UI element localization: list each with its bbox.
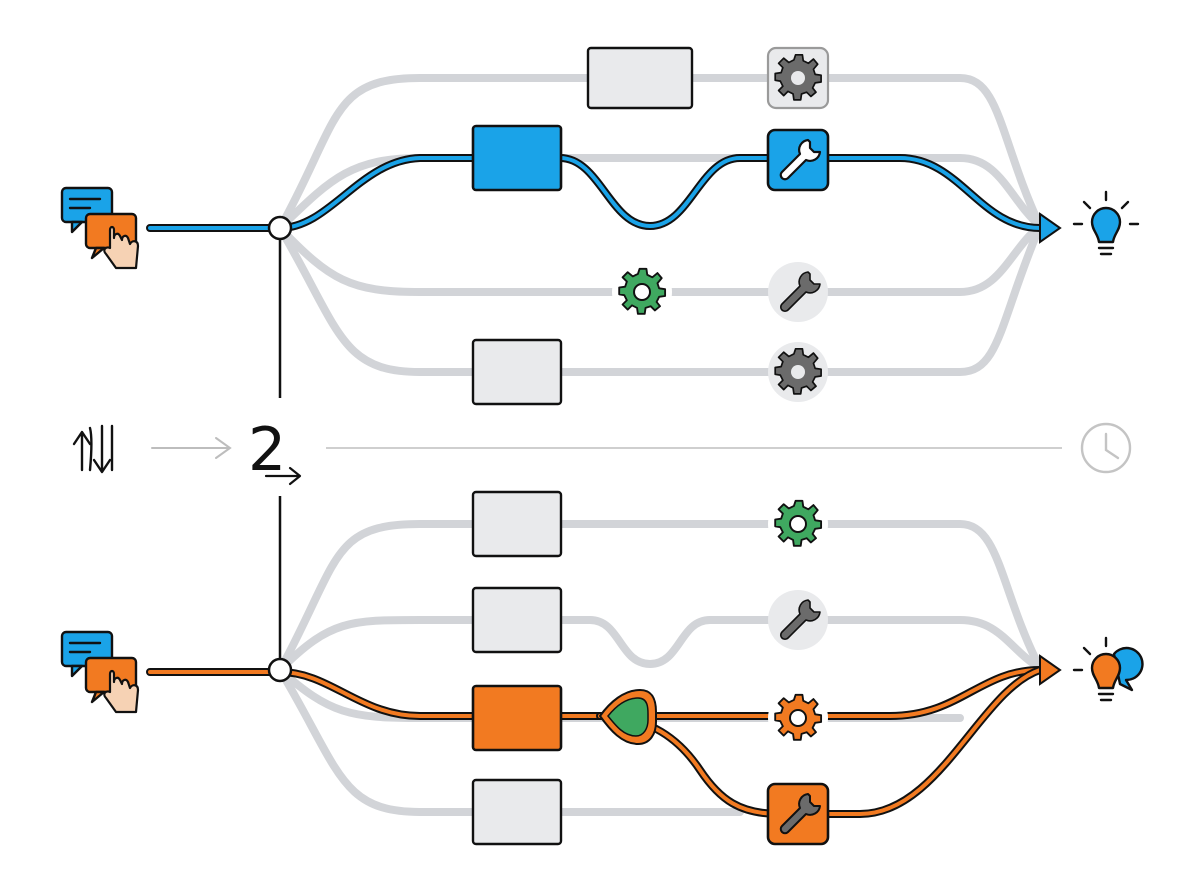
gear-icon [774, 693, 823, 741]
bottom-lane-1-process-box [471, 490, 563, 558]
top-lane-2-track [276, 154, 1044, 232]
bottom-lane-2-process-box [471, 586, 563, 654]
bottom-lane-2-track [276, 616, 1044, 674]
step-number-arrow [264, 466, 302, 486]
top-output-lightbulb-icon [1072, 190, 1140, 256]
top-lane-2-process-box [471, 124, 563, 192]
top-lane-3-track [276, 222, 1044, 296]
bottom-gray-lanes [276, 520, 1044, 816]
top-lane-4-track [276, 222, 1044, 376]
bottom-lane-3-gear-node [768, 688, 828, 748]
top-split-node [267, 215, 293, 241]
top-active-path [146, 154, 1044, 232]
bottom-output-arrowhead [1039, 654, 1062, 686]
bottom-merge-blob [598, 688, 657, 746]
top-gray-lanes [276, 74, 1044, 376]
gear-icon [774, 499, 823, 547]
step-number: 2 [248, 415, 286, 485]
bottom-lane-3-process-box [471, 684, 563, 752]
top-lane-4-process-box [471, 338, 563, 406]
bottom-split-node [267, 657, 293, 683]
bottom-active-fill-b [598, 668, 1042, 816]
top-panel [146, 46, 1062, 406]
up-down-arrows-icon [72, 424, 114, 474]
top-lane-3-gear-node [612, 262, 672, 322]
top-lane-1-process-box [586, 46, 694, 110]
bottom-lane-2-wrench-node [768, 590, 828, 650]
top-lane-2-wrench-node [766, 128, 830, 192]
top-active-fill [148, 156, 1042, 230]
timeline-arrow [151, 437, 232, 459]
bottom-lane-4-track [276, 666, 744, 816]
bottom-lane-4-wrench-node [766, 782, 830, 846]
bottom-lane-1-track [276, 520, 1044, 674]
top-lane-1-track [276, 74, 1044, 232]
timeline-row: 2 [72, 415, 1132, 486]
bottom-lane-4-process-box [471, 778, 563, 846]
bottom-output-lightbulb-icon [1072, 636, 1144, 702]
gear-icon [618, 267, 667, 315]
clock-icon [1080, 422, 1132, 474]
top-lane-4-gear-node [768, 342, 828, 402]
top-input-chat-icon [60, 186, 140, 270]
bottom-input-chat-icon [60, 630, 140, 714]
bottom-active-paths [146, 666, 1044, 818]
gear-icon [774, 53, 823, 101]
bottom-lane-1-gear-node [768, 494, 828, 554]
gear-icon [774, 347, 823, 395]
bottom-panel [146, 490, 1062, 846]
top-output-arrowhead [1039, 212, 1062, 244]
top-lane-1-gear-node [766, 46, 830, 110]
top-lane-3-wrench-node [768, 262, 828, 322]
